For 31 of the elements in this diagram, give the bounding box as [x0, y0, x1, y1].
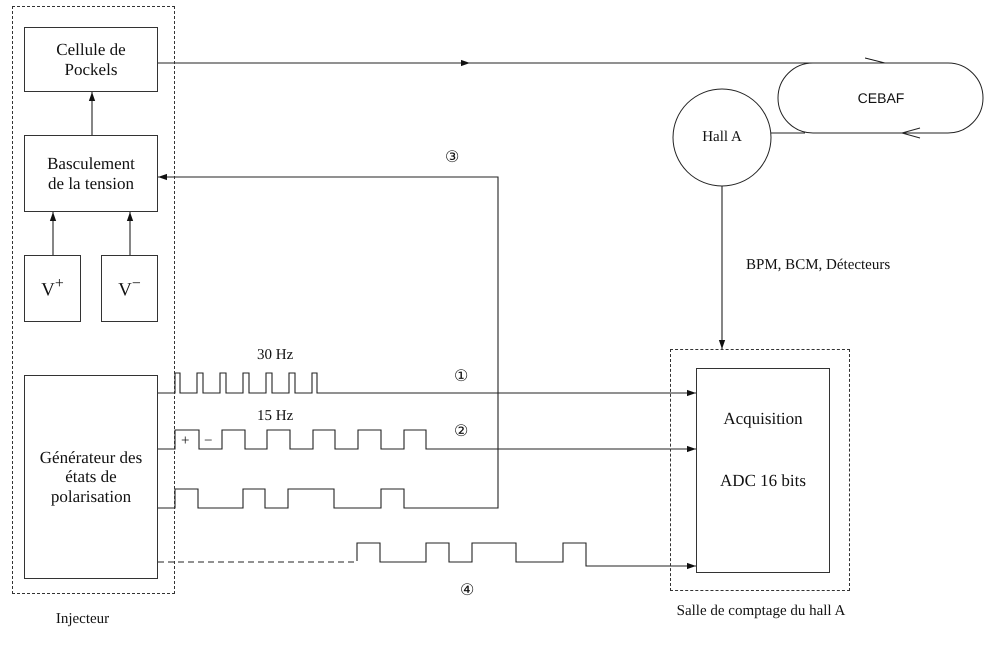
arrow [718, 186, 726, 349]
box-label: ADC 16 bits [720, 470, 806, 490]
box-label: Générateur des états de polarisation [38, 448, 144, 506]
process-box [24, 135, 158, 212]
box-label: Basculement de la tension [46, 154, 136, 194]
box-label: Acquisition [723, 409, 803, 429]
box-label: Cellule de Pockels [55, 40, 127, 80]
group-label: Salle de comptage du hall A [676, 602, 846, 621]
voltage-box [101, 255, 158, 322]
edge-label: BPM, BCM, Détecteurs [745, 258, 892, 273]
voltage-box [24, 255, 81, 322]
dashed-signal-line [158, 542, 696, 570]
node-label: Hall A [702, 129, 742, 146]
group-label: Injecteur [54, 610, 110, 629]
arrow [158, 174, 499, 509]
sign-label: + [181, 434, 190, 449]
frequency-label: 15 Hz [257, 409, 294, 424]
arrow [158, 58, 885, 66]
frequency-label: 30 Hz [257, 348, 294, 363]
sign-label: − [204, 434, 212, 449]
box-label: V$^{−}$ [118, 275, 141, 302]
process-box [24, 27, 158, 92]
box-label: V$^{+}$ [41, 275, 64, 302]
arrow [50, 212, 56, 255]
node-label: CEBAF [858, 90, 904, 106]
arrow [158, 372, 696, 396]
generator-box [24, 375, 158, 579]
arrow [88, 92, 96, 135]
arrow [158, 429, 696, 452]
arrow [126, 212, 134, 255]
acquisition-box [696, 368, 830, 573]
